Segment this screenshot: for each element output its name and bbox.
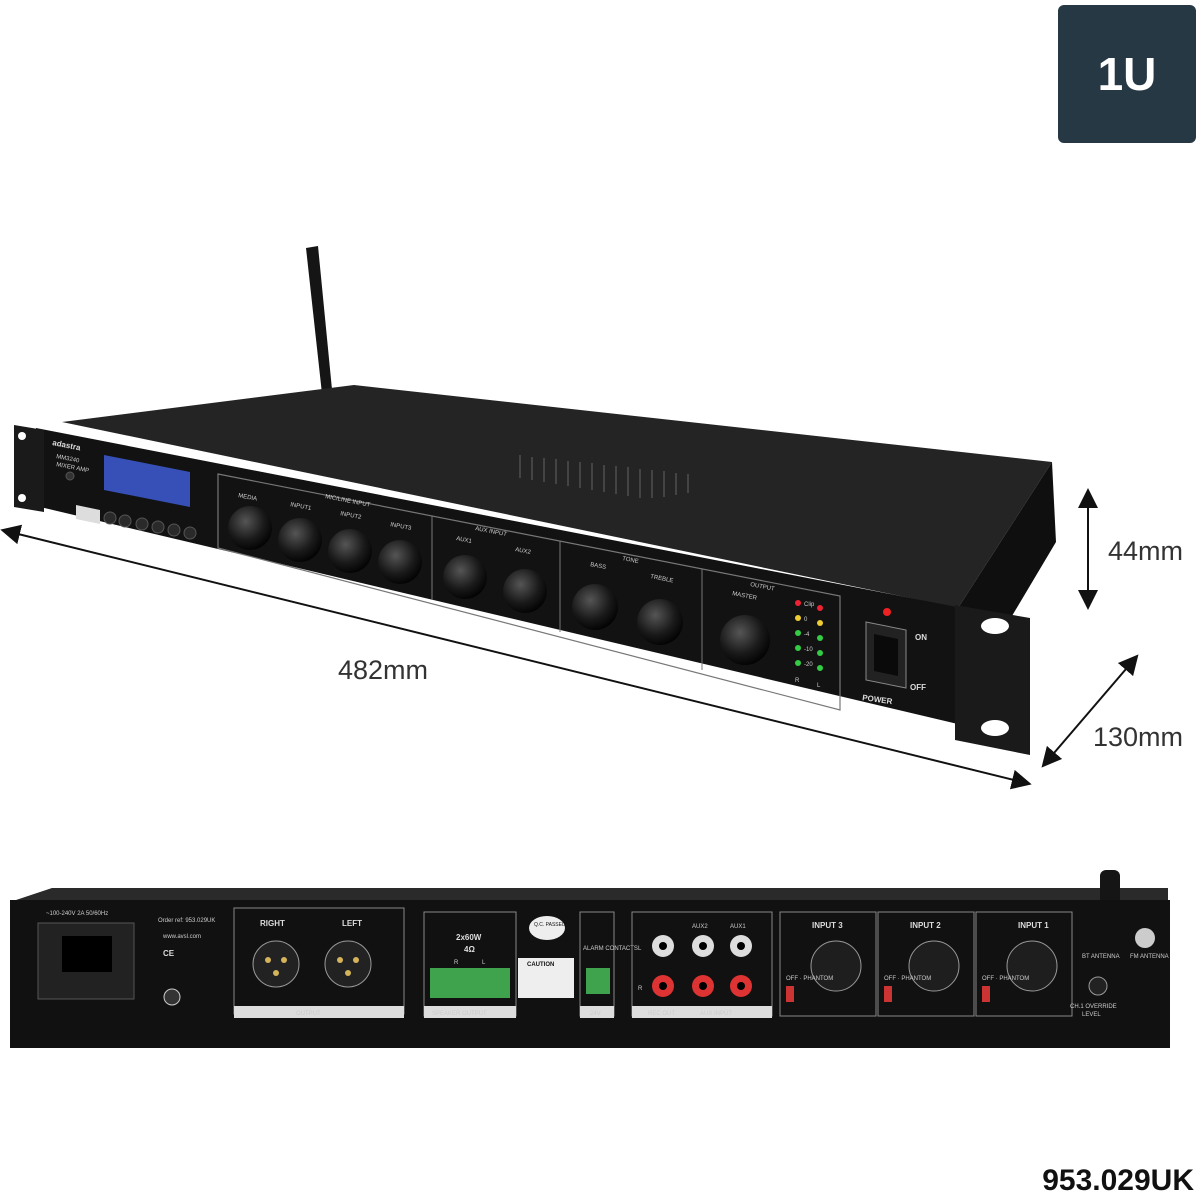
svg-text:L: L bbox=[482, 960, 486, 966]
power-led bbox=[883, 608, 891, 616]
svg-text:REC OUT: REC OUT bbox=[648, 1011, 675, 1017]
knob-bass bbox=[572, 584, 618, 630]
xlr-output-left bbox=[324, 940, 372, 988]
svg-text:OFF · PHANTOM: OFF · PHANTOM bbox=[786, 976, 833, 982]
knob-input3 bbox=[378, 540, 422, 584]
svg-text:BASS: BASS bbox=[590, 562, 607, 571]
svg-text:OUTPUT: OUTPUT bbox=[750, 582, 776, 593]
svg-text:LEFT: LEFT bbox=[342, 919, 362, 928]
svg-text:Order ref: 953.029UK: Order ref: 953.029UK bbox=[158, 918, 215, 924]
svg-text:AUX1: AUX1 bbox=[730, 924, 746, 930]
xlr-output-right bbox=[252, 940, 300, 988]
svg-text:AUX INPUT: AUX INPUT bbox=[700, 1011, 732, 1017]
rack-ear-left bbox=[14, 425, 44, 512]
svg-text:24V: 24V bbox=[590, 1011, 601, 1017]
svg-text:OFF: OFF bbox=[910, 683, 926, 692]
speaker-terminal bbox=[430, 968, 510, 998]
svg-text:POWER: POWER bbox=[862, 693, 893, 706]
svg-text:INPUT3: INPUT3 bbox=[390, 522, 413, 532]
rear-view-illustration: ~100-240V 2A 50/60Hz Order ref: 953.029U… bbox=[10, 870, 1170, 1048]
svg-text:OFF · PHANTOM: OFF · PHANTOM bbox=[884, 976, 931, 982]
svg-text:R: R bbox=[638, 986, 643, 992]
svg-text:4Ω: 4Ω bbox=[464, 945, 475, 954]
svg-text:SPEAKER OUTPUT: SPEAKER OUTPUT bbox=[432, 1011, 487, 1017]
svg-text:ON: ON bbox=[915, 633, 927, 642]
svg-text:TONE: TONE bbox=[622, 556, 639, 565]
svg-text:BT ANTENNA: BT ANTENNA bbox=[1082, 954, 1120, 960]
svg-text:FM ANTENNA: FM ANTENNA bbox=[1130, 954, 1169, 960]
caution-label bbox=[518, 958, 574, 998]
svg-text:CAUTION: CAUTION bbox=[527, 962, 554, 968]
knob-aux2 bbox=[503, 569, 547, 613]
ch1-override-knob bbox=[1088, 976, 1108, 996]
rack-hole bbox=[981, 720, 1009, 736]
width-arrow bbox=[0, 524, 1032, 790]
knob-aux1 bbox=[443, 555, 487, 599]
knob-media bbox=[228, 506, 272, 550]
rca-jacks bbox=[652, 935, 752, 997]
control-knobs bbox=[228, 506, 770, 665]
svg-text:INPUT2: INPUT2 bbox=[340, 511, 363, 521]
xlr-input-2 bbox=[908, 940, 960, 992]
svg-text:INPUT 2: INPUT 2 bbox=[910, 921, 941, 930]
svg-text:INPUT 1: INPUT 1 bbox=[1018, 921, 1049, 930]
svg-text:CH.1 OVERRIDE: CH.1 OVERRIDE bbox=[1070, 1004, 1117, 1010]
knob-master bbox=[720, 615, 770, 665]
svg-text:-4: -4 bbox=[804, 632, 810, 638]
svg-text:MASTER: MASTER bbox=[732, 591, 758, 602]
svg-text:INPUT1: INPUT1 bbox=[290, 502, 313, 512]
svg-text:AUX1: AUX1 bbox=[456, 536, 473, 545]
antenna bbox=[306, 246, 334, 412]
svg-text:CE: CE bbox=[163, 949, 175, 958]
ground-terminal bbox=[163, 988, 181, 1006]
svg-text:AUX2: AUX2 bbox=[692, 924, 708, 930]
svg-text:Clip: Clip bbox=[804, 602, 815, 608]
model-label: MM3240 bbox=[56, 454, 81, 464]
rack-ear-right bbox=[955, 605, 1030, 755]
qc-sticker bbox=[529, 916, 565, 940]
svg-text:ALARM CONTACTS: ALARM CONTACTS bbox=[583, 946, 638, 952]
svg-text:-10: -10 bbox=[804, 647, 813, 653]
svg-text:RIGHT: RIGHT bbox=[260, 919, 285, 928]
fm-antenna-socket bbox=[1135, 928, 1155, 948]
svg-text:L: L bbox=[817, 683, 821, 689]
top-vent bbox=[519, 455, 689, 498]
svg-text:-20: -20 bbox=[804, 662, 813, 668]
front-view-illustration: adastra MM3240 MIXER AMP MEDIA MIC/LINE … bbox=[0, 246, 1139, 790]
svg-text:OFF · PHANTOM: OFF · PHANTOM bbox=[982, 976, 1029, 982]
svg-text:www.avsl.com: www.avsl.com bbox=[162, 934, 201, 940]
product-code: 953.029UK bbox=[1042, 1164, 1194, 1197]
svg-text:MEDIA: MEDIA bbox=[238, 493, 258, 503]
knob-input1 bbox=[278, 518, 322, 562]
height-dimension-label: 44mm bbox=[1108, 536, 1184, 566]
knob-treble bbox=[637, 599, 683, 645]
svg-text:2x60W: 2x60W bbox=[456, 933, 482, 942]
usb-port bbox=[76, 505, 100, 524]
svg-text:0: 0 bbox=[804, 617, 808, 623]
svg-text:~100-240V 2A 50/60Hz: ~100-240V 2A 50/60Hz bbox=[46, 911, 108, 917]
svg-text:R: R bbox=[795, 678, 800, 684]
svg-text:Q.C. PASSED: Q.C. PASSED bbox=[534, 922, 566, 928]
svg-text:TREBLE: TREBLE bbox=[650, 574, 674, 584]
lcd-display bbox=[104, 455, 190, 507]
level-meter: Clip 0 -4 -10 -20 R L bbox=[795, 600, 823, 689]
svg-text:L: L bbox=[638, 946, 642, 952]
xlr-input-3 bbox=[810, 940, 862, 992]
xlr-input-1 bbox=[1006, 940, 1058, 992]
svg-text:INPUT 3: INPUT 3 bbox=[812, 921, 843, 930]
transport-buttons bbox=[103, 511, 197, 540]
rack-hole bbox=[981, 618, 1009, 634]
svg-text:AUX2: AUX2 bbox=[515, 547, 532, 556]
alarm-terminal bbox=[586, 968, 610, 994]
size-badge: 1U bbox=[1058, 5, 1196, 143]
svg-text:OUTPUT: OUTPUT bbox=[296, 1011, 321, 1017]
knob-input2 bbox=[328, 529, 372, 573]
svg-text:R: R bbox=[454, 960, 459, 966]
svg-text:LEVEL: LEVEL bbox=[1082, 1012, 1101, 1018]
depth-arrow bbox=[1041, 654, 1139, 768]
